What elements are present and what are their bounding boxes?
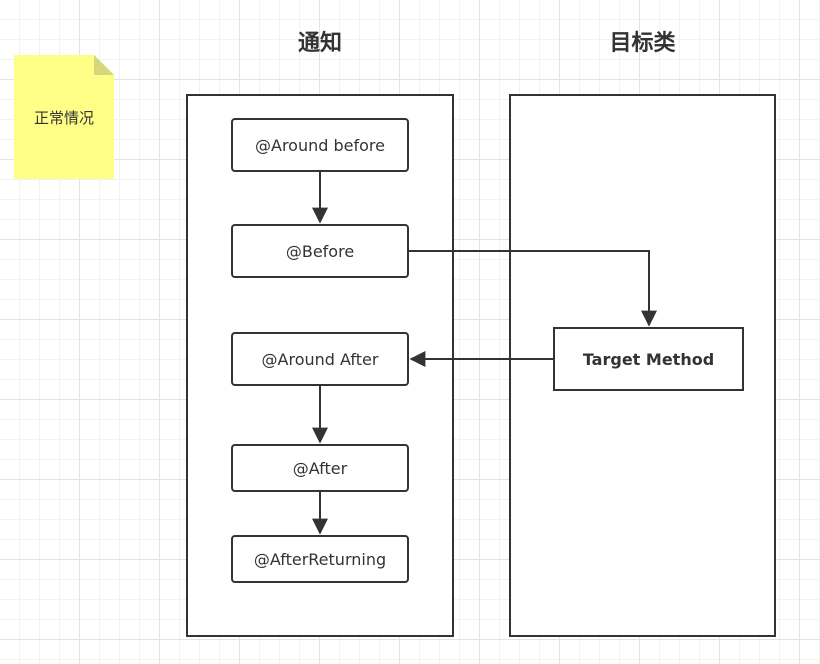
sticky-note-fold [94, 55, 114, 75]
sticky-note-label: 正常情况 [33, 108, 94, 127]
before-node[interactable]: @Before [231, 224, 409, 278]
before-label: @Before [285, 241, 355, 261]
target-method-node[interactable]: Target Method [553, 327, 744, 391]
target-method-label: Target Method [582, 349, 715, 369]
after-label: @After [292, 458, 348, 478]
sticky-note[interactable]: 正常情况 [14, 55, 114, 179]
around-before-node[interactable]: @Around before [231, 118, 409, 172]
after-node[interactable]: @After [231, 444, 409, 492]
around-after-label: @Around After [261, 349, 379, 369]
after-returning-node[interactable]: @AfterReturning [231, 535, 409, 583]
advice-column-title: 通知 [297, 31, 342, 56]
target-column-title: 目标类 [609, 31, 676, 56]
around-before-label: @Around before [255, 135, 385, 155]
after-returning-label: @AfterReturning [253, 549, 387, 569]
around-after-node[interactable]: @Around After [231, 332, 409, 386]
